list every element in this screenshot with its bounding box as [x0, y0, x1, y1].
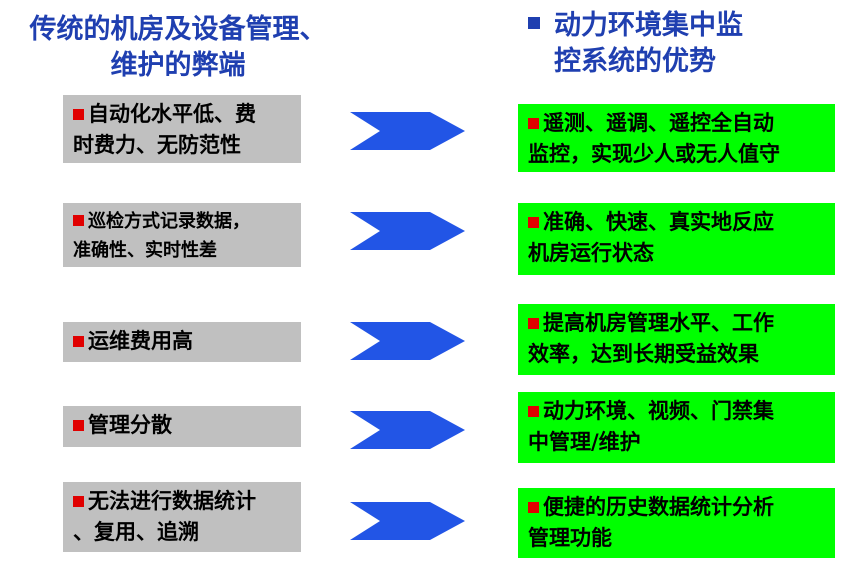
- arrow-right-icon: [350, 112, 465, 150]
- bullet-icon: [73, 420, 84, 431]
- left-column-heading: 传统的机房及设备管理、 维护的弊端: [18, 12, 338, 84]
- advantage-box-3: 提高机房管理水平、工作 效率，达到长期受益效果: [518, 304, 835, 375]
- problem-box-3: 运维费用高: [63, 322, 301, 362]
- bullet-icon: [528, 318, 539, 329]
- advantage-box-1: 遥测、遥调、遥控全自动 监控，实现少人或无人值守: [518, 104, 835, 172]
- advantage-1-line2: 监控，实现少人或无人值守: [528, 142, 780, 166]
- advantage-5-line1: 便捷的历史数据统计分析: [543, 495, 774, 519]
- advantage-3-line1: 提高机房管理水平、工作: [543, 311, 774, 335]
- bullet-icon: [73, 215, 84, 226]
- bullet-icon: [528, 502, 539, 513]
- bullet-icon: [528, 406, 539, 417]
- problem-3-line1: 运维费用高: [88, 329, 193, 353]
- bullet-icon: [73, 496, 84, 507]
- advantage-box-5: 便捷的历史数据统计分析 管理功能: [518, 488, 835, 558]
- advantage-2-line2: 机房运行状态: [528, 241, 654, 265]
- heading-bullet-icon: [528, 17, 540, 29]
- left-heading-line1: 传统的机房及设备管理、: [29, 14, 327, 45]
- problem-4-line1: 管理分散: [88, 413, 172, 437]
- advantage-2-line1: 准确、快速、真实地反应: [543, 210, 774, 234]
- problem-5-line2: 、复用、追溯: [73, 520, 199, 544]
- advantage-4-line2: 中管理/维护: [528, 430, 641, 454]
- problem-box-5: 无法进行数据统计 、复用、追溯: [63, 482, 301, 552]
- advantage-box-2: 准确、快速、真实地反应 机房运行状态: [518, 203, 835, 275]
- bullet-icon: [73, 336, 84, 347]
- arrow-right-icon: [350, 502, 465, 540]
- problem-5-line1: 无法进行数据统计: [88, 489, 256, 513]
- advantage-3-line2: 效率，达到长期受益效果: [528, 342, 759, 366]
- right-heading-line2: 控系统的优势: [554, 46, 716, 77]
- problem-box-1: 自动化水平低、费 时费力、无防范性: [63, 95, 301, 163]
- problem-2-line2: 准确性、实时性差: [73, 240, 217, 261]
- bullet-icon: [528, 118, 539, 129]
- advantage-1-line1: 遥测、遥调、遥控全自动: [543, 111, 774, 135]
- arrow-right-icon: [350, 212, 465, 250]
- advantage-4-line1: 动力环境、视频、门禁集: [543, 399, 774, 423]
- left-heading-line2: 维护的弊端: [110, 50, 246, 81]
- problem-1-line1: 自动化水平低、费: [88, 102, 256, 126]
- arrow-right-icon: [350, 411, 465, 449]
- problem-box-2: 巡检方式记录数据， 准确性、实时性差: [63, 203, 301, 267]
- right-heading-line1: 动力环境集中监: [554, 10, 743, 41]
- bullet-icon: [73, 109, 84, 120]
- problem-1-line2: 时费力、无防范性: [73, 133, 241, 157]
- right-column-heading: 动力环境集中监 控系统的优势: [528, 8, 743, 80]
- problem-2-line1: 巡检方式记录数据，: [88, 211, 250, 232]
- problem-box-4: 管理分散: [63, 406, 301, 447]
- arrow-right-icon: [350, 322, 465, 360]
- advantage-box-4: 动力环境、视频、门禁集 中管理/维护: [518, 392, 835, 463]
- bullet-icon: [528, 217, 539, 228]
- advantage-5-line2: 管理功能: [528, 526, 612, 550]
